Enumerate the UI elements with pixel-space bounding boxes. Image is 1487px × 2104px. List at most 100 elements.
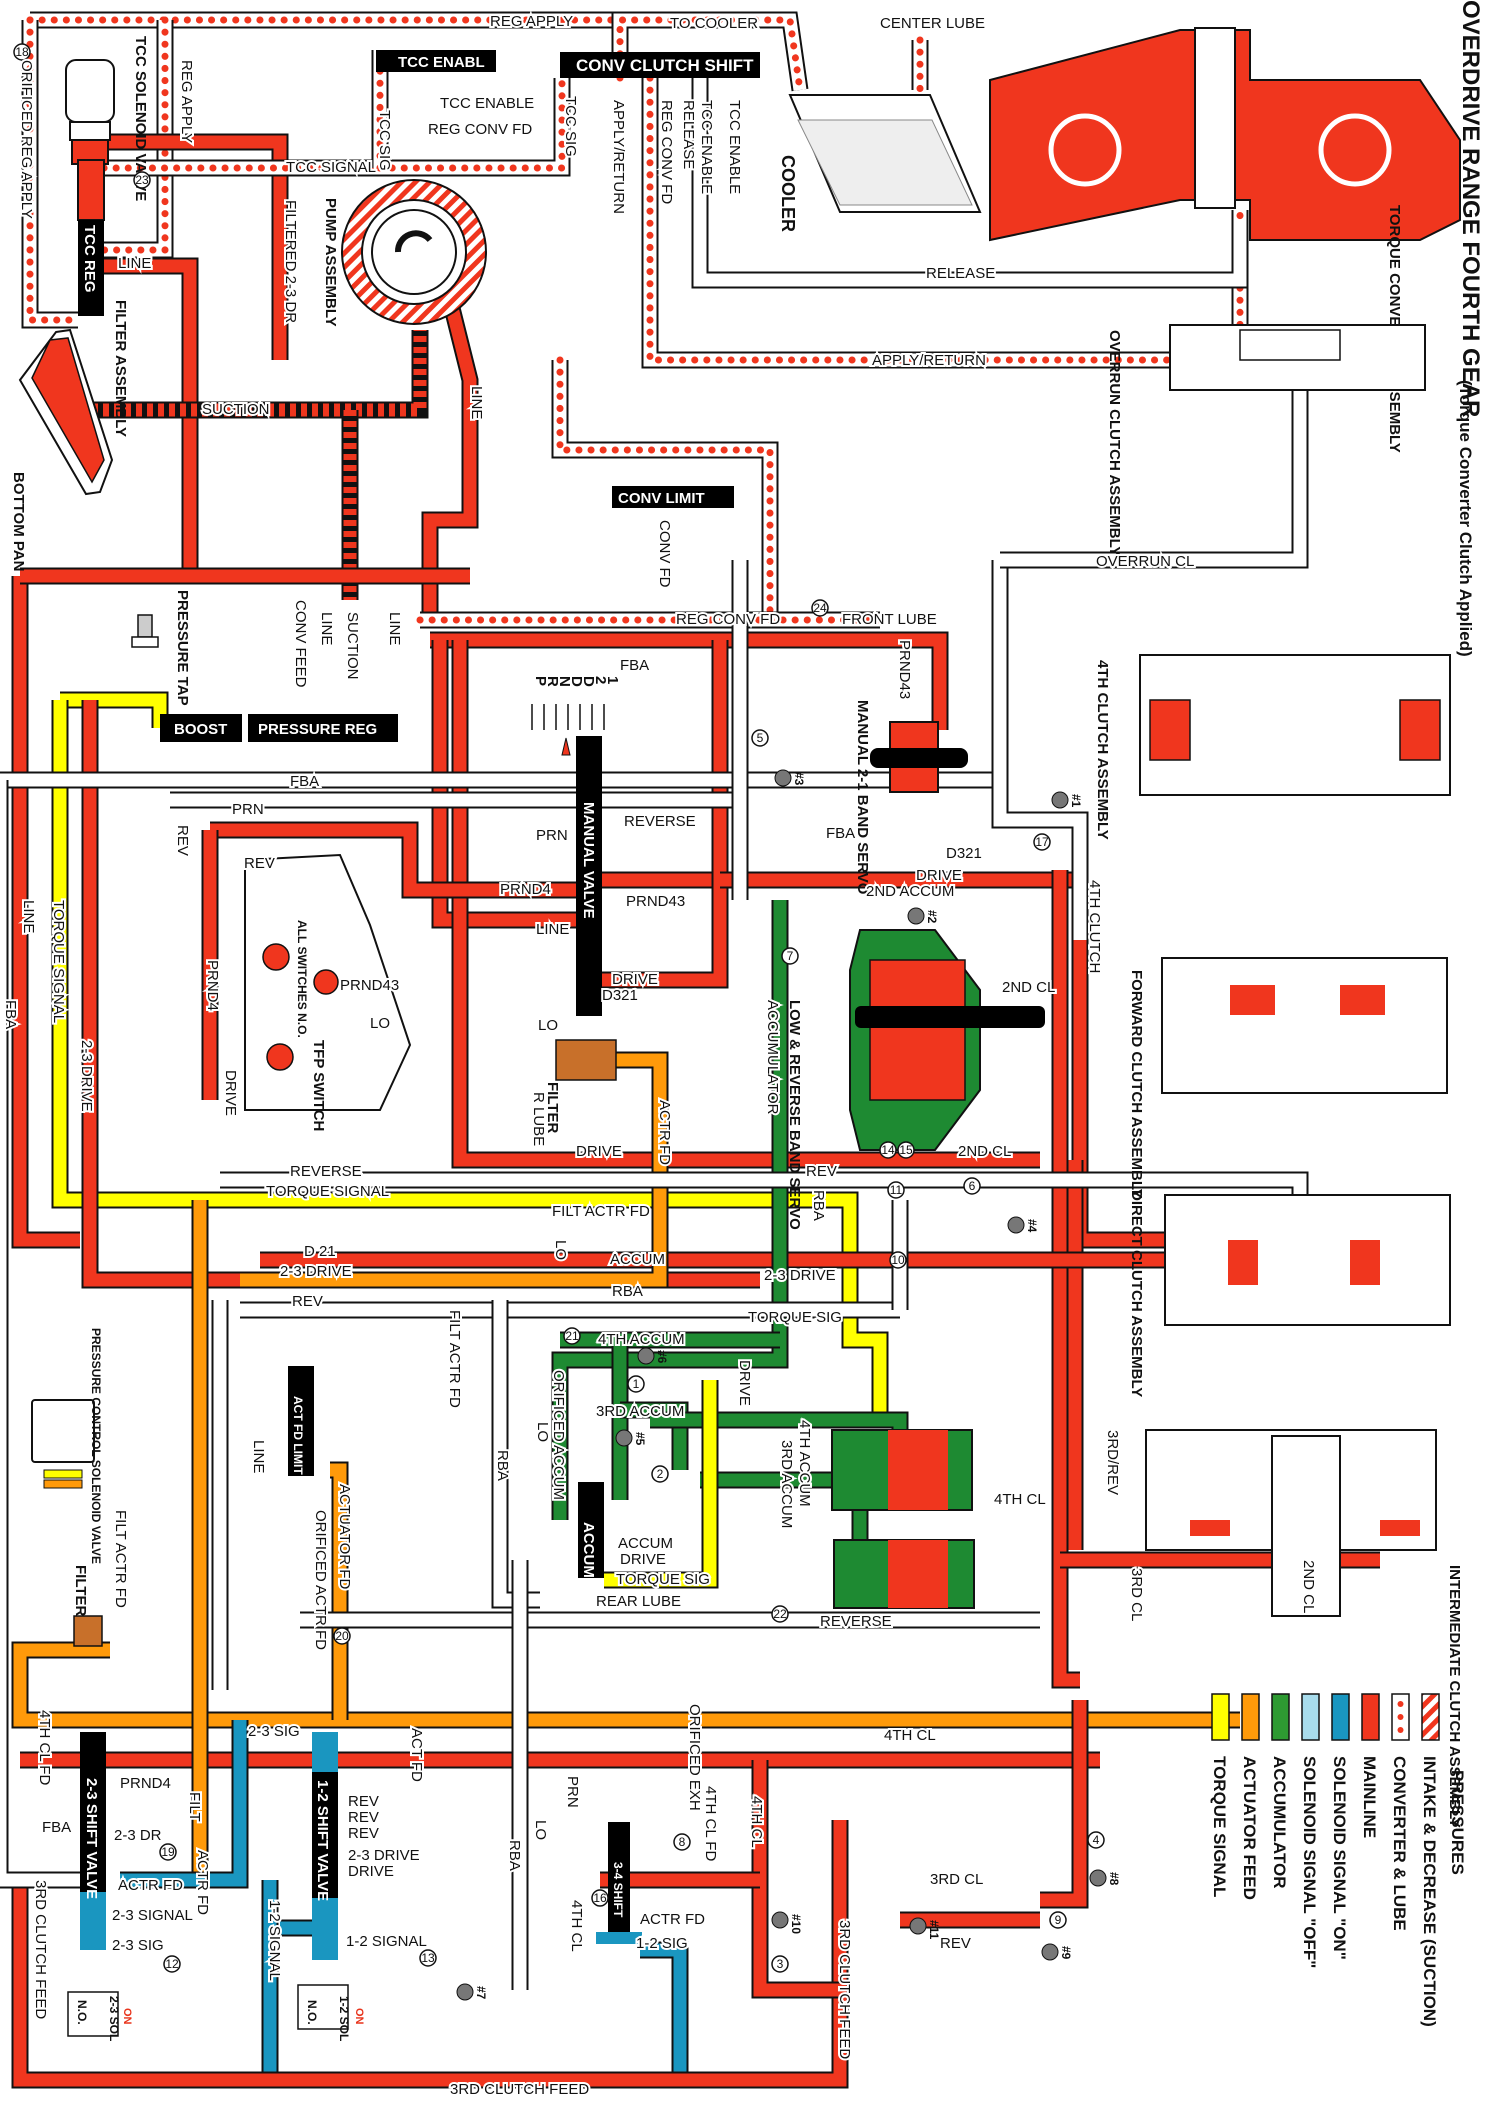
- checkball-11-icon: [909, 1917, 927, 1935]
- svg-text:1: 1: [633, 1377, 640, 1391]
- orifice-6-icon: 6: [963, 1177, 981, 1195]
- third-fourth-accumulator-housing: [831, 1429, 975, 1609]
- passage-label-front-lube: FRONT LUBE: [842, 611, 937, 628]
- passage-label-prn: PRN: [232, 801, 264, 818]
- svg-text:23: 23: [135, 173, 149, 187]
- checkball-4-icon: [1007, 1216, 1025, 1234]
- tfp-switch-label: TFP SWITCH: [310, 1040, 327, 1131]
- passage-label-lo: LO: [370, 1015, 390, 1032]
- passage-label-tcc-enable: TCC ENABLE: [726, 100, 743, 194]
- filter-screen: [555, 1039, 617, 1081]
- orifice-2-icon: 2: [651, 1465, 669, 1483]
- orifice-15-icon: 15: [897, 1141, 915, 1159]
- orifice-18-icon: 18: [13, 43, 31, 61]
- manual-21-servo-label: MANUAL 2-1 BAND SERVO: [854, 700, 871, 895]
- checkball-10-icon: [771, 1911, 789, 1929]
- passage-label-prn: PRN: [564, 1776, 581, 1808]
- passage-label-rear-lube: REAR LUBE: [596, 1593, 681, 1610]
- passage-label-drive: DRIVE: [916, 867, 962, 884]
- legend-item-converter: CONVERTER & LUBE: [1390, 1693, 1410, 1931]
- legend-swatch: [1271, 1693, 1290, 1741]
- passage-label-rev: REV: [940, 1935, 971, 1952]
- checkball-label: #4: [1025, 1219, 1039, 1233]
- passage-label-d321: D321: [602, 987, 638, 1004]
- gear-position-r: R: [544, 676, 561, 687]
- passage-label-rev: REV: [348, 1825, 379, 1842]
- pressure-control-solenoid: [31, 1399, 95, 1489]
- legend-item-accum: ACCUMULATOR: [1270, 1693, 1290, 1889]
- orifice-16-icon: 16: [591, 1889, 609, 1907]
- pressure-reg-valve: [248, 714, 398, 742]
- conv-clutch-shift-label: CONV CLUTCH SHIFT: [576, 56, 754, 75]
- boost-label: BOOST: [174, 721, 227, 738]
- gear-position-1: 1: [604, 676, 621, 684]
- manual-valve[interactable]: [576, 736, 602, 1016]
- sol-23: [67, 1991, 119, 2037]
- passage-label-one2-sig: 1-2 SIG: [636, 1935, 688, 1952]
- passage-label-rev: REV: [174, 825, 191, 856]
- pressure-tap-label: PRESSURE TAP: [174, 590, 191, 706]
- passage-label-second-cl: 2ND CL: [958, 1143, 1011, 1160]
- orifice-14-icon: 14: [879, 1141, 897, 1159]
- passage-label-rba: RBA: [810, 1190, 827, 1221]
- shift-23-label: 2-3 SHIFT VALVE: [83, 1778, 100, 1899]
- passage-label-fourth-cl-fd: 4TH CL FD: [702, 1786, 719, 1861]
- passage-label-second-cl: 2ND CL: [1300, 1560, 1317, 1613]
- converter-dots: [376, 74, 566, 172]
- passage-label-third-clutch-feed: 3RD CLUTCH FEED: [450, 2081, 589, 2098]
- orifice-20-icon: 20: [333, 1627, 351, 1645]
- passage-mainline: [13, 576, 80, 1247]
- passage-label-d321: D321: [946, 845, 982, 862]
- passage-label-reg-apply: REG APPLY: [178, 60, 195, 143]
- passage-label-prnd43: PRND43: [626, 893, 685, 910]
- passage-label-line: LINE: [318, 612, 335, 645]
- passage-label-fourth-cl: 4TH CL: [994, 1491, 1046, 1508]
- checkball-6-icon: [637, 1347, 655, 1365]
- passage-label-conv-fd: CONV FD: [656, 520, 673, 588]
- sol-23-no-label: N.O.: [75, 2000, 89, 2025]
- passage-label-reverse: REVERSE: [820, 1613, 892, 1630]
- passage-label-lo: LO: [532, 1820, 549, 1840]
- legend-item-sol_off: SOLENOID SIGNAL "OFF": [1300, 1693, 1320, 1968]
- passage-label-one2-signal: 1-2 SIGNAL: [266, 1900, 283, 1981]
- passage-mainline: [433, 640, 576, 927]
- passage-label-fba: FBA: [290, 773, 319, 790]
- passage-label-filt-actr-fd: FILT ACTR FD: [552, 1203, 650, 1220]
- pump-assembly: [341, 179, 487, 325]
- passage-mainline: [423, 298, 477, 620]
- passage-label-apply-return: APPLY/RETURN: [610, 100, 627, 214]
- checkball-9-icon: [1041, 1943, 1059, 1961]
- passage-mainline: [453, 640, 1040, 1167]
- checkball-5-icon: [615, 1429, 633, 1447]
- passage-label-fba: FBA: [42, 1819, 71, 1836]
- converter-dots: [100, 16, 169, 254]
- sol-12-on-label: ON: [353, 2008, 365, 2025]
- pressure-tap: [131, 614, 159, 648]
- shift-23-valve: [80, 1732, 106, 1892]
- passage-label-two3-signal: 2-3 SIGNAL: [112, 1907, 193, 1924]
- tcc-solenoid-label: TCC SOLENOID VALVE: [132, 36, 149, 201]
- passage-label-actr-fd: ACTR FD: [118, 1877, 183, 1894]
- passage-label-tcc-signal: TCC SIGNAL: [286, 159, 376, 176]
- passage-label-tcc-enable: TCC ENABLE: [698, 100, 715, 194]
- passage-label-tcc-enable: TCC ENABLE: [440, 95, 534, 112]
- svg-text:4: 4: [1093, 1833, 1100, 1847]
- passage-label-rev: REV: [348, 1793, 379, 1810]
- accum-valve-label: ACCUM: [580, 1522, 597, 1578]
- svg-text:18: 18: [15, 45, 29, 59]
- checkball-label: #10: [789, 1914, 803, 1934]
- filter-assembly: [18, 328, 114, 496]
- svg-text:21: 21: [565, 1329, 579, 1343]
- legend-label: CONVERTER & LUBE: [1390, 1756, 1409, 1931]
- passage-label-two3-drive: 2-3 DRIVE: [348, 1847, 420, 1864]
- passage-label-fourth-clutch: 4TH CLUTCH: [1086, 880, 1103, 973]
- passage-label-third-rev: 3RD/REV: [1104, 1430, 1121, 1495]
- passage-label-conv-feed: CONV FEED: [292, 600, 309, 688]
- passage-exhausted: [1000, 390, 1307, 567]
- low-reverse-servo-label: LOW & REVERSE BAND SERVO: [786, 1000, 803, 1230]
- svg-text:13: 13: [421, 1951, 435, 1965]
- orifice-19-icon: 19: [159, 1843, 177, 1861]
- passage-label-two3-dr: 2-3 DR: [114, 1827, 162, 1844]
- page-title: OVERDRIVE RANGE FOURTH GEAR: [1457, 0, 1484, 417]
